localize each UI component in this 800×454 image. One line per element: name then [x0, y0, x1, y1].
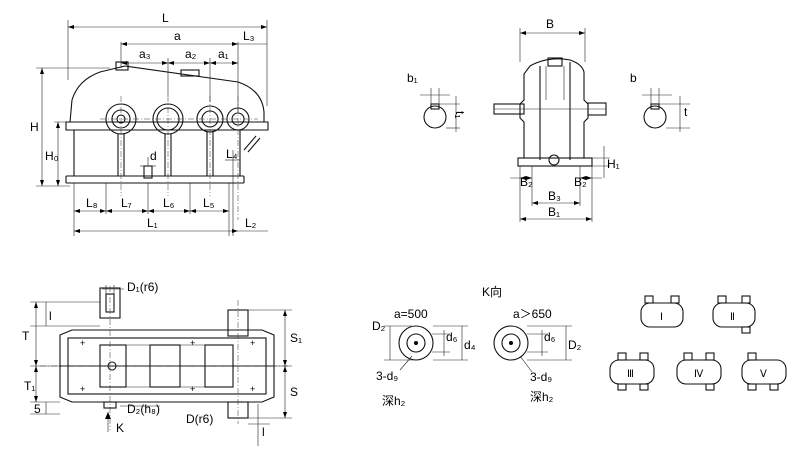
dim-d6-b: d₆	[544, 330, 556, 344]
assembly-type-5-label: Ⅴ	[760, 369, 767, 380]
dim-L: L	[162, 11, 169, 25]
dim-L7: L₇	[121, 196, 132, 210]
front-view: L a L₃ a₃ a₂ a₁ H H₀ d L₄ L₈ L₇ L₆ L₅ L₁…	[30, 11, 269, 236]
dim-t1: t₁	[453, 111, 467, 118]
svg-text:+: +	[190, 338, 195, 348]
dim-L6: L₆	[163, 196, 175, 210]
k-view-a500: a=500 D₂ d₆ d₄ 3-d₉ 深h₂	[372, 307, 476, 408]
label-a650: a＞650	[513, 307, 552, 321]
assembly-types: Ⅰ Ⅱ Ⅲ Ⅳ Ⅴ	[609, 295, 787, 391]
dim-d6-a: d₆	[446, 330, 458, 344]
dim-a2: a₂	[185, 47, 197, 61]
svg-text:+: +	[80, 338, 85, 348]
svg-text:+: +	[190, 384, 195, 394]
dim-D2h8: D₂(h₈)	[127, 402, 160, 416]
shaft-key-detail-output: b t	[630, 71, 690, 132]
label-K: K	[116, 421, 124, 435]
dim-a3: a₃	[139, 47, 151, 61]
dim-l-top: l	[49, 309, 52, 323]
dim-H1: H₁	[607, 157, 620, 171]
svg-text:+: +	[80, 384, 85, 394]
dim-S: S	[290, 385, 298, 399]
dim-D2-a: D₂	[372, 319, 386, 333]
dim-d: d	[150, 149, 157, 163]
dim-L2: L₂	[245, 216, 257, 230]
dim-d9-b: 3-d₉	[530, 370, 552, 384]
dim-b1: b₁	[407, 71, 418, 85]
k-view-a650: a＞650 d₆ D₂ 3-d₉ 深h₂	[493, 307, 582, 404]
dim-L5: L₅	[203, 196, 215, 210]
label-a500: a=500	[394, 307, 428, 321]
dim-D2-b: D₂	[568, 338, 582, 352]
assembly-type-3-label: Ⅲ	[627, 369, 634, 380]
dim-h2-a: 深h₂	[382, 394, 406, 408]
dim-5: 5	[34, 402, 41, 416]
assembly-type-2-label: Ⅱ	[730, 312, 735, 323]
assembly-type-4: Ⅳ	[676, 352, 722, 391]
svg-text:+: +	[250, 338, 255, 348]
assembly-type-3: Ⅲ	[609, 352, 655, 391]
assembly-type-4-label: Ⅳ	[694, 369, 704, 380]
side-view: B H₁ B₂ B₂ B₃ B₁	[493, 17, 620, 222]
k-view-title: K向	[482, 284, 502, 299]
assembly-type-1-label: Ⅰ	[660, 312, 663, 323]
shaft-key-detail-input: b₁ t₁	[407, 71, 467, 132]
dim-B1: B₁	[548, 205, 560, 219]
svg-text:+: +	[250, 384, 255, 394]
dim-l-bottom: l	[262, 425, 265, 439]
dim-L4: L₄	[226, 147, 238, 161]
dim-a1: a₁	[218, 47, 229, 61]
dim-L8: L₈	[86, 196, 98, 210]
assembly-type-1: Ⅰ	[640, 295, 684, 328]
dim-d4-a: d₄	[464, 338, 476, 352]
assembly-type-5: Ⅴ	[741, 352, 787, 391]
dim-L3: L₃	[243, 29, 255, 43]
dim-S1: S₁	[290, 331, 302, 345]
dim-b: b	[630, 71, 637, 85]
assembly-type-2: Ⅱ	[712, 295, 756, 334]
dim-L1: L₁	[147, 216, 158, 230]
dim-H: H	[30, 120, 39, 134]
dim-T: T	[22, 329, 30, 343]
dim-B3: B₃	[548, 189, 561, 203]
dim-a: a	[174, 29, 181, 43]
dim-t: t	[684, 105, 688, 119]
top-view: + + + + + + D₁(r6) l T	[22, 280, 302, 446]
dim-B: B	[546, 17, 554, 31]
dim-B2-right: B₂	[574, 175, 587, 189]
k-view: K向 a=500 D₂ d₆ d₄ 3-d₉ 深h₂	[372, 284, 582, 408]
dim-d9-a: 3-d₉	[376, 369, 398, 383]
dim-T1: T₁	[24, 379, 35, 393]
dim-D-r6: D(r6)	[186, 412, 213, 426]
dim-D1: D₁(r6)	[127, 280, 158, 294]
dim-h2-b: 深h₂	[530, 390, 554, 404]
dim-B2-left: B₂	[520, 175, 533, 189]
dim-H0: H₀	[45, 149, 59, 163]
